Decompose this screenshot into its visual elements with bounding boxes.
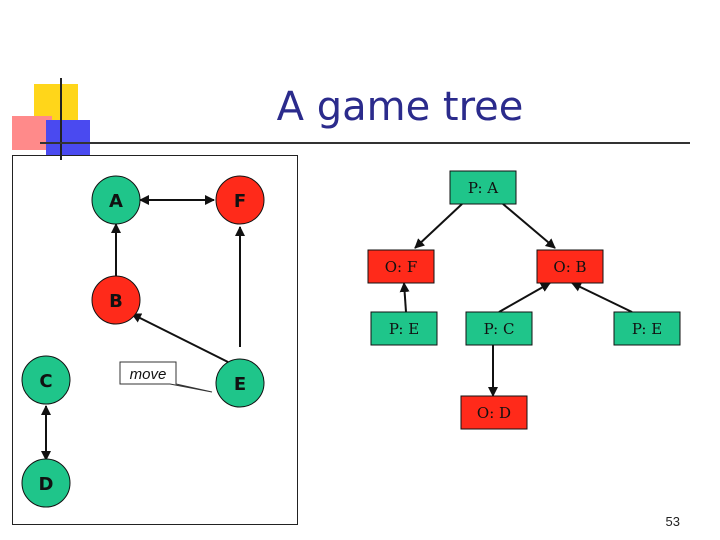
tree-node-pc-label: P: C [484,320,515,338]
tree-nodes: P: A O: F O: B P: E P: C P: E O: D [367,170,681,430]
slide-title: A game tree [276,84,524,130]
node-f-circle [215,175,265,225]
tree-node-od-label: O: D [477,404,511,422]
decor-blue-square [46,120,90,156]
graph-edges [41,195,245,461]
node-e-label: E [234,374,246,395]
tree-node-pa-label: P: A [468,179,498,197]
tree-node-ob-label: O: B [553,258,586,276]
node-b-label: B [109,291,123,312]
node-c-circle [21,355,71,405]
graph-panel [12,155,298,525]
node-a-circle [91,175,141,225]
tree-node-of [367,249,435,284]
node-d-label: D [39,474,54,495]
decor-pink-square [12,116,52,150]
tree-edges [399,203,633,397]
edge-pa-of [414,203,463,249]
edge-pc-ob [498,282,551,313]
node-d-circle [21,458,71,508]
tree-node-pa [449,170,517,205]
edge-pa-ob [502,203,556,249]
node-a-label: A [109,191,123,212]
move-callout: move [119,361,213,393]
edge-pe2-ob [571,282,633,313]
graph-nodes: A F B C E D [21,175,265,508]
node-f-label: F [234,191,246,212]
edge-e-b [131,313,229,363]
node-b-circle [91,275,141,325]
tree-node-od [460,395,528,430]
node-e-circle [215,358,265,408]
tree-node-pe2 [613,311,681,346]
tree-node-pe2-label: P: E [632,320,662,338]
tree-node-of-label: O: F [385,258,418,276]
decor-vertical-line [60,78,62,160]
tree-node-pe1 [370,311,438,346]
tree-node-pc [465,311,533,346]
page-number: 53 [665,514,680,529]
tree-node-ob [536,249,604,284]
tree-node-pe1-label: P: E [389,320,419,338]
node-c-label: C [39,371,52,392]
edge-pe1-of [399,282,410,313]
title-divider [40,142,690,144]
move-callout-text: move [130,366,167,383]
